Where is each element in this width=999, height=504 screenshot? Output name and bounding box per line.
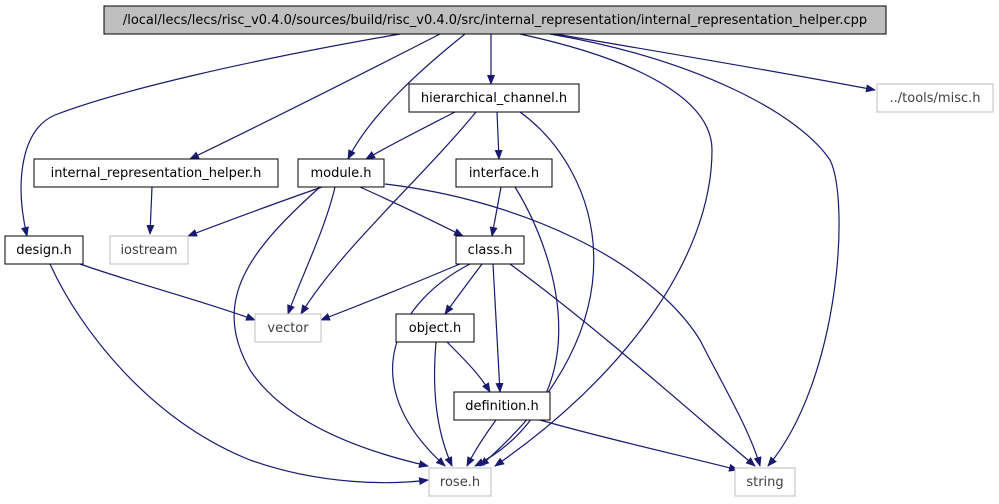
edge-interface-to-rose — [474, 186, 560, 467]
edge-class-to-definition — [492, 263, 504, 393]
edge-root-to-design — [20, 33, 401, 237]
edges — [20, 33, 876, 486]
edge-root-to-misc — [554, 33, 876, 93]
edge-class-to-rose — [392, 263, 471, 467]
node-design-label: design.h — [16, 243, 72, 258]
node-design[interactable]: design.h — [4, 235, 84, 265]
edge-hc-to-interface — [494, 111, 503, 160]
edge-hc-to-vector — [300, 111, 477, 315]
edge-root-to-module — [347, 33, 466, 160]
node-definition[interactable]: definition.h — [453, 391, 551, 421]
edge-hc-to-module — [365, 111, 456, 160]
nodes: /local/lecs/lecs/risc_v0.4.0/sources/bui… — [4, 5, 994, 497]
edge-module-to-class — [359, 186, 464, 237]
node-iostream[interactable]: iostream — [109, 235, 189, 265]
node-misc-label: ../tools/misc.h — [890, 91, 981, 106]
edge-design-to-rose — [49, 263, 429, 486]
node-hierarchical-channel[interactable]: hierarchical_channel.h — [408, 83, 580, 113]
node-class-label: class.h — [468, 243, 513, 258]
edge-class-to-object — [444, 263, 483, 315]
edge-object-to-rose — [433, 341, 453, 467]
node-iostream-label: iostream — [120, 243, 177, 258]
node-interface-label: interface.h — [469, 166, 539, 181]
edge-class-to-string — [509, 263, 756, 467]
node-internal-representation-helper-h[interactable]: internal_representation_helper.h — [33, 158, 279, 188]
edge-module-to-rose — [233, 186, 429, 468]
node-root-label: /local/lecs/lecs/risc_v0.4.0/sources/bui… — [123, 13, 867, 28]
node-string[interactable]: string — [734, 467, 796, 497]
edge-module-to-vector — [287, 186, 336, 315]
node-class[interactable]: class.h — [455, 235, 525, 265]
node-object[interactable]: object.h — [395, 313, 475, 343]
edge-object-to-definition — [446, 341, 491, 393]
edge-irh-to-iostream — [146, 186, 155, 235]
edge-interface-to-class — [489, 186, 502, 237]
edge-design-to-vector — [79, 263, 256, 321]
edge-class-to-vector — [320, 263, 461, 321]
edge-module-to-string — [384, 183, 762, 467]
node-rose-label: rose.h — [440, 475, 480, 490]
edge-definition-to-rose — [466, 419, 497, 467]
node-module-label: module.h — [310, 166, 371, 181]
node-root[interactable]: /local/lecs/lecs/risc_v0.4.0/sources/bui… — [103, 5, 887, 35]
edge-root-to-irh — [189, 33, 441, 160]
node-definition-label: definition.h — [465, 399, 539, 414]
node-hierarchical-channel-label: hierarchical_channel.h — [421, 91, 567, 106]
node-interface[interactable]: interface.h — [455, 158, 553, 188]
node-module[interactable]: module.h — [297, 158, 385, 188]
edge-module-to-iostream — [187, 186, 323, 237]
node-vector-label: vector — [267, 321, 309, 336]
edge-definition-to-string — [539, 419, 739, 472]
node-object-label: object.h — [409, 321, 461, 336]
node-rose[interactable]: rose.h — [428, 467, 492, 497]
node-misc[interactable]: ../tools/misc.h — [876, 83, 994, 113]
edge-root-to-rose — [494, 33, 713, 467]
edge-root-to-string — [549, 33, 840, 467]
node-string-label: string — [746, 475, 783, 490]
node-vector[interactable]: vector — [254, 313, 322, 343]
node-internal-representation-helper-h-label: internal_representation_helper.h — [51, 166, 262, 181]
